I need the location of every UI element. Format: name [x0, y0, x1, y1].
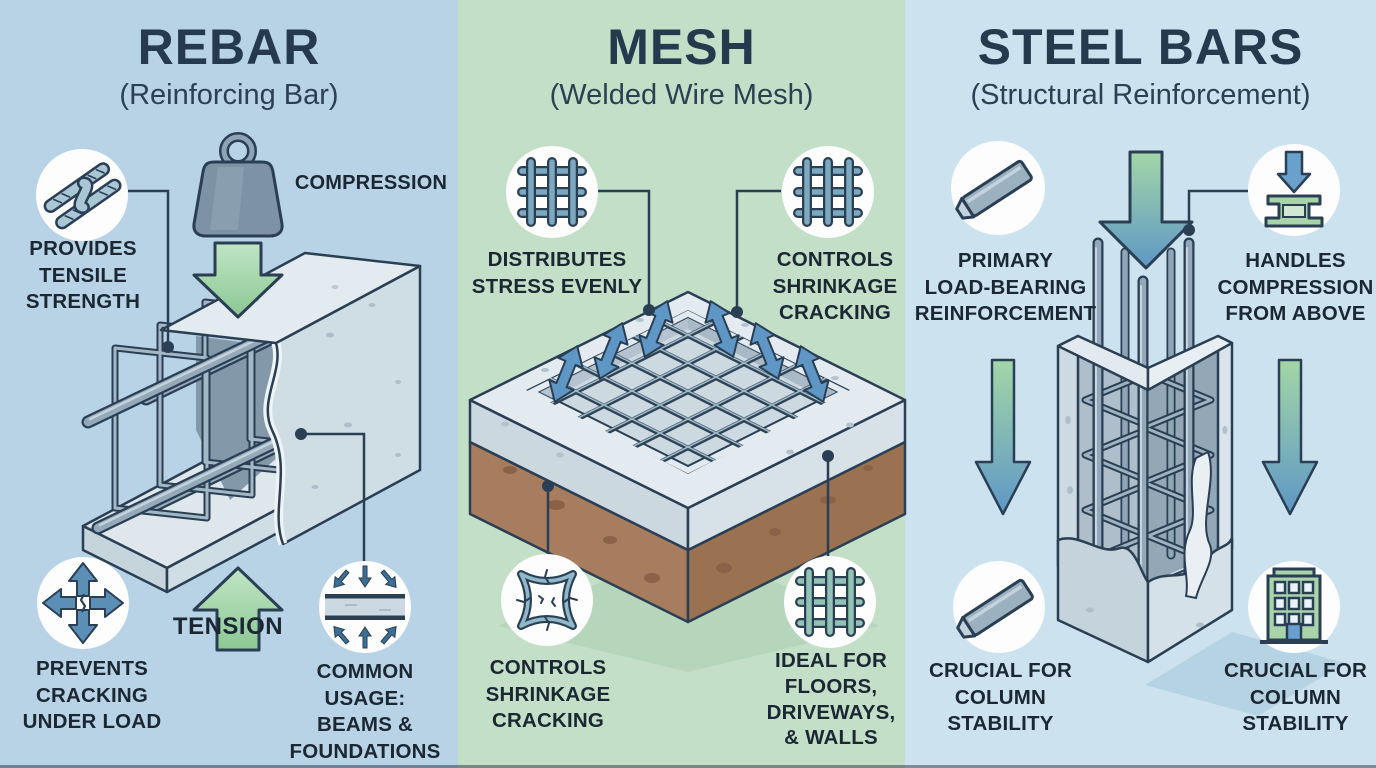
cracked-slab-icon: [516, 569, 578, 631]
label-common-usage: COMMON USAGE: BEAMS & FOUNDATIONS: [289, 660, 441, 763]
steel-bars-title: STEEL BARS: [977, 19, 1304, 75]
steel-bars-header: STEEL BARS (Structural Reinforcement): [905, 22, 1376, 110]
load-arrow-right: [1261, 358, 1319, 516]
beam-concrete-block: [159, 251, 422, 546]
label-crucial-left: CRUCIAL FOR COLUMN STABILITY: [928, 659, 1073, 736]
label-controls-shrinkage-bottom: CONTROLS SHRINKAGE CRACKING: [485, 656, 611, 733]
wire-mesh-icon: [522, 162, 582, 222]
rebar-header: REBAR (Reinforcing Bar): [0, 22, 458, 110]
column-shadow: [1145, 632, 1345, 716]
four-arrows-icon: [42, 562, 124, 644]
twisted-rebar-icon: [43, 162, 122, 230]
icon-circle: [501, 554, 593, 646]
wire-mesh-icon: [800, 572, 860, 632]
building-icon: [1260, 567, 1328, 644]
tension-arrow: [192, 566, 284, 652]
label-provides-tensile-strength: PROVIDES TENSILE STRENGTH: [25, 237, 141, 314]
column-stirrups: [1081, 370, 1215, 592]
compressed-beam-icon: [325, 565, 405, 649]
label-handles-compression: HANDLES COMPRESSION FROM ABOVE: [1217, 249, 1374, 326]
weight-icon: [192, 132, 284, 238]
label-tension: TENSION: [172, 613, 284, 640]
compression-block-icon: [1264, 150, 1324, 228]
mesh-header: MESH (Welded Wire Mesh): [458, 22, 905, 110]
load-arrow-left: [974, 358, 1032, 516]
mesh-subtitle: (Welded Wire Mesh): [549, 79, 814, 111]
mesh-illustration: [468, 146, 907, 672]
wire-mesh-icon: [798, 162, 858, 222]
column-crack: [1183, 450, 1213, 600]
label-ideal-for: IDEAL FOR FLOORS, DRIVEWAYS, & WALLS: [766, 649, 896, 750]
label-compression: COMPRESSION: [294, 172, 448, 194]
callout-line: [1187, 189, 1248, 226]
mesh-title: MESH: [607, 19, 756, 75]
callout-line: [128, 189, 366, 562]
steel-bars-illustration: [951, 141, 1345, 716]
rebar-subtitle: (Reinforcing Bar): [119, 79, 339, 111]
label-crucial-right: CRUCIAL FOR COLUMN STABILITY: [1223, 659, 1368, 736]
compression-arrow: [192, 241, 284, 319]
label-primary-load-bearing: PRIMARY LOAD-BEARING REINFORCEMENT: [914, 249, 1097, 326]
label-controls-shrinkage-top: CONTROLS SHRINKAGE CRACKING: [772, 248, 898, 325]
load-arrow-top: [1098, 150, 1194, 270]
label-prevents-cracking: PREVENTS CRACKING UNDER LOAD: [22, 657, 162, 734]
bottom-border: [0, 765, 1376, 768]
label-distributes-stress: DISTRIBUTES STRESS EVENLY: [471, 248, 643, 298]
rebar-illustration: [36, 132, 422, 653]
steel-bars-subtitle: (Structural Reinforcement): [970, 79, 1311, 111]
callout-line: [546, 189, 830, 558]
rebar-title: REBAR: [137, 19, 321, 75]
